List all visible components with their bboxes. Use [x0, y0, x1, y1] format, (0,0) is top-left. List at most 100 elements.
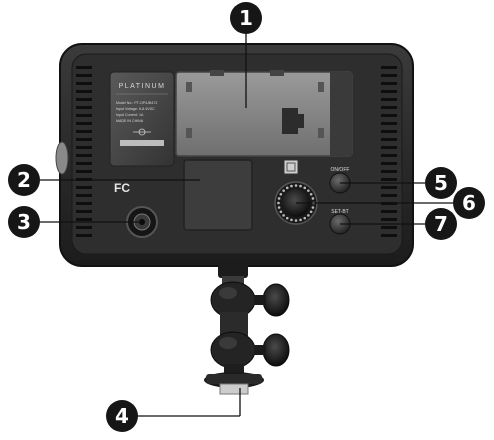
dial-grip-dot: [290, 218, 293, 222]
vent-slot: [381, 170, 397, 173]
vent-slot: [76, 234, 92, 237]
vent-slot: [76, 106, 92, 109]
dial-grip-dot: [307, 214, 310, 217]
vent-slot: [381, 90, 397, 93]
label-line-2: Input Voltage: 6-8.4VDC: [116, 107, 155, 111]
dial-grip-dot: [294, 219, 298, 222]
vent-slot: [381, 98, 397, 101]
vent-slot: [76, 66, 92, 69]
callout-4: 4: [106, 400, 138, 432]
vent-slot: [381, 122, 397, 125]
vent-slot: [381, 178, 397, 181]
vent-slot: [76, 218, 92, 221]
callout-1: 1: [230, 2, 262, 34]
dial-grip-dot: [290, 184, 293, 188]
dial-grip-dot: [282, 189, 285, 192]
vent-slot: [76, 154, 92, 157]
lock-knob-upper[interactable]: [254, 283, 290, 317]
vent-slot: [381, 226, 397, 229]
on-off-button[interactable]: ON/OFF: [329, 167, 351, 194]
vent-slot: [76, 146, 92, 149]
vent-slot: [381, 234, 397, 237]
svg-text:7: 7: [434, 212, 448, 236]
vent-slot: [76, 202, 92, 205]
vent-slot: [381, 210, 397, 213]
dial-grip-dot: [309, 192, 313, 196]
vent-slot: [381, 146, 397, 149]
dial-grip-dot: [303, 186, 307, 190]
vent-slot: [76, 138, 92, 141]
dial-grip-dot: [277, 206, 281, 209]
dial-grip-dot: [303, 216, 307, 220]
brand-label: PLATINUM: [119, 83, 166, 90]
vent-slot: [381, 138, 397, 141]
svg-text:5: 5: [434, 171, 448, 195]
set-label: SET-BT: [331, 209, 349, 215]
right-vent: [381, 66, 397, 237]
vent-slot: [76, 114, 92, 117]
dial-grip-dot: [282, 214, 285, 217]
vent-slot: [76, 226, 92, 229]
dial-grip-dot: [309, 210, 313, 214]
vent-slot: [76, 210, 92, 213]
vent-slot: [76, 122, 92, 125]
label-line-3: Input Current: 1A: [116, 113, 144, 117]
leader-lines: [40, 28, 453, 417]
callout-3: 3: [8, 206, 40, 238]
callout-2: 2: [8, 164, 40, 196]
vent-slot: [76, 74, 92, 77]
vent-slot: [381, 74, 397, 77]
callout-7: 7: [425, 208, 457, 240]
fc-mark: FC: [114, 181, 130, 195]
dial-grip-dot: [311, 197, 315, 200]
on-off-label: ON/OFF: [331, 167, 350, 173]
set-button[interactable]: SET-BT: [329, 209, 351, 235]
vent-slot: [381, 154, 397, 157]
spec-label-plate: PLATINUM Model No.: PT-OP4JB472 Input Vo…: [109, 71, 175, 167]
vent-slot: [381, 106, 397, 109]
dial-grip-dot: [279, 192, 283, 196]
polarity-icon: [133, 128, 151, 136]
vent-slot: [76, 98, 92, 101]
svg-text:2: 2: [17, 168, 31, 192]
callout-5: 5: [425, 167, 457, 199]
svg-text:6: 6: [462, 191, 476, 215]
label-line-4: MADE IN CHINA: [116, 119, 144, 123]
dial-grip-dot: [299, 184, 302, 188]
vent-slot: [76, 194, 92, 197]
vent-slot: [381, 82, 397, 85]
dial-grip-dot: [299, 218, 302, 222]
vent-slot: [381, 218, 397, 221]
label-line-1: Model No.: PT-OP4JB472: [116, 101, 157, 105]
indicator-icon: [283, 159, 299, 175]
vent-slot: [76, 90, 92, 93]
svg-text:1: 1: [239, 6, 253, 30]
battery-compartment: [175, 70, 353, 157]
vent-slot: [76, 130, 92, 133]
vent-slot: [76, 186, 92, 189]
dial-grip-dot: [285, 186, 289, 190]
vent-slot: [381, 162, 397, 165]
svg-text:4: 4: [115, 404, 129, 428]
dial-grip-dot: [294, 184, 298, 187]
dial-grip-dot: [279, 210, 283, 214]
cold-shoe-foot: [204, 372, 264, 395]
dial-grip-dot: [277, 201, 280, 205]
lock-knob-lower[interactable]: [254, 333, 290, 367]
vent-slot: [76, 82, 92, 85]
display-window: [183, 159, 253, 231]
dial-grip-dot: [277, 197, 281, 200]
dial-grip-dot: [285, 216, 289, 220]
vent-slot: [381, 194, 397, 197]
vent-slot: [76, 170, 92, 173]
dial-grip-dot: [311, 206, 315, 209]
vent-slot: [381, 66, 397, 69]
vent-slot: [381, 114, 397, 117]
vent-slot: [381, 186, 397, 189]
dial-grip-dot: [307, 189, 310, 192]
callout-6: 6: [453, 187, 485, 219]
vent-slot: [381, 130, 397, 133]
barcode-strip: [120, 140, 164, 146]
ball-head-mount: [210, 264, 256, 376]
